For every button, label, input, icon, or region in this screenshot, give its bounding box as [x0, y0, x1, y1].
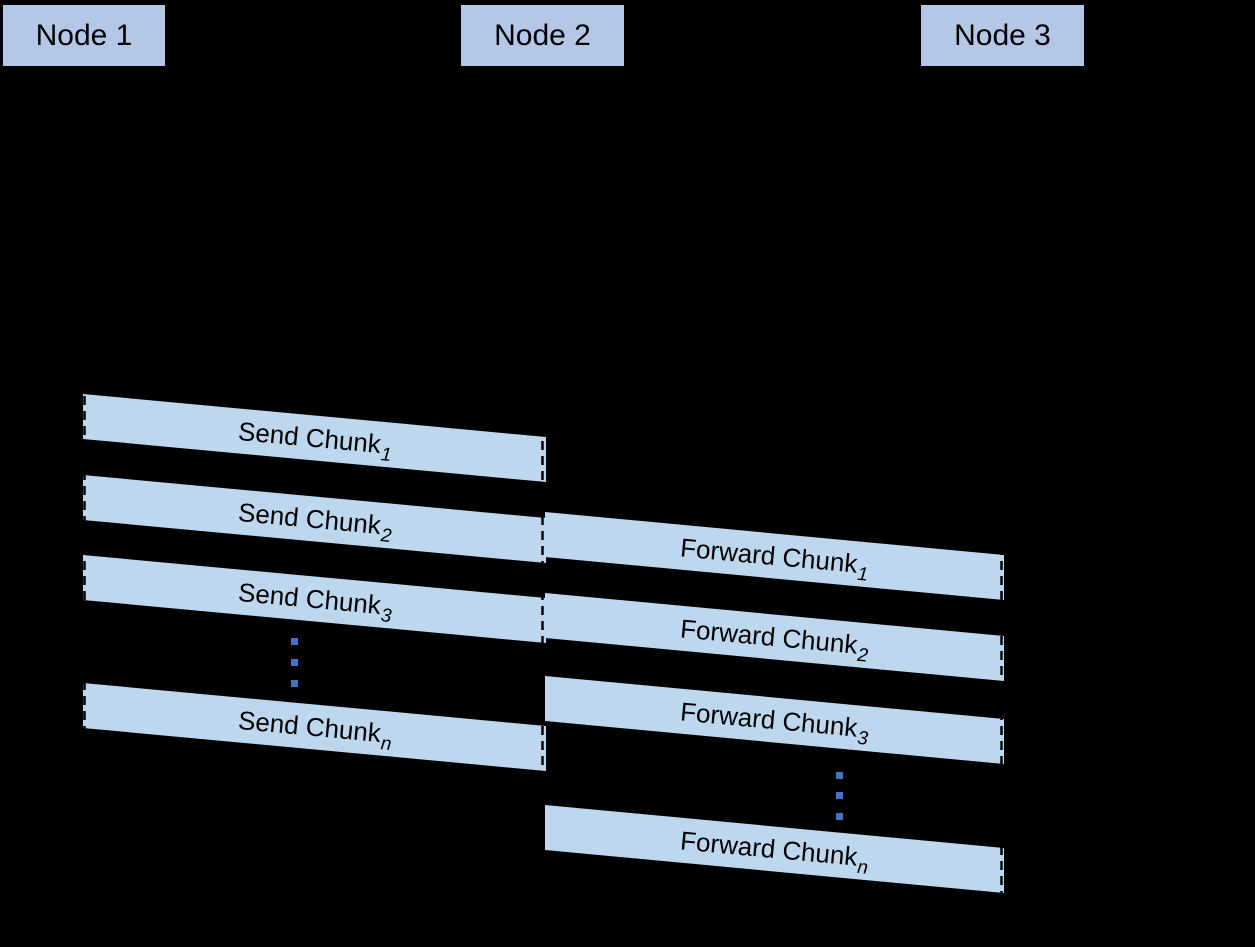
forward-chunk-2-bar: Forward Chunk2 — [545, 593, 1004, 681]
forward-chunk-1-label: Forward Chunk1 — [679, 532, 870, 586]
chunk-subscript: 1 — [379, 444, 393, 467]
chunk-subscript: 2 — [379, 525, 393, 548]
forward-chunk-3-label: Forward Chunk3 — [679, 696, 870, 750]
node-box-1: Node 1 — [3, 5, 165, 66]
forward-chunk-1-bar: Forward Chunk1 — [545, 512, 1004, 600]
node-box-3: Node 3 — [921, 5, 1084, 66]
chunk-subscript: 3 — [856, 727, 870, 750]
left-ellipsis-dot-3 — [291, 680, 298, 687]
send-chunk-1-bar: Send Chunk1 — [83, 394, 546, 482]
send-chunk-n-label: Send Chunkn — [236, 704, 393, 756]
node-2-label: Node 2 — [494, 18, 591, 52]
right-ellipsis-dot-2 — [836, 792, 843, 799]
forward-chunk-n-label: Forward Chunkn — [679, 825, 870, 879]
forward-chunk-3-bar: Forward Chunk3 — [545, 676, 1004, 764]
node-box-2: Node 2 — [461, 5, 624, 66]
chunk-subscript: 1 — [856, 563, 870, 586]
node-3-label: Node 3 — [954, 18, 1051, 52]
right-ellipsis-dot-1 — [836, 772, 843, 779]
left-ellipsis-dot-1 — [291, 638, 298, 645]
chunk-subscript: 2 — [856, 644, 870, 667]
send-chunk-2-label: Send Chunk2 — [236, 496, 393, 548]
node-1-label: Node 1 — [35, 18, 133, 52]
left-ellipsis-dot-2 — [291, 659, 298, 666]
right-ellipsis-dot-3 — [836, 813, 843, 820]
send-chunk-3-label: Send Chunk3 — [236, 576, 393, 628]
chunk-subscript: n — [856, 856, 870, 879]
send-chunk-n-bar: Send Chunkn — [83, 683, 546, 771]
forward-chunk-n-bar: Forward Chunkn — [545, 805, 1004, 893]
chunk-subscript: n — [379, 733, 393, 756]
send-chunk-3-bar: Send Chunk3 — [83, 555, 546, 643]
forward-chunk-2-label: Forward Chunk2 — [679, 613, 870, 667]
send-chunk-2-bar: Send Chunk2 — [83, 475, 546, 563]
send-chunk-1-label: Send Chunk1 — [236, 415, 393, 467]
chunk-subscript: 3 — [379, 605, 393, 628]
